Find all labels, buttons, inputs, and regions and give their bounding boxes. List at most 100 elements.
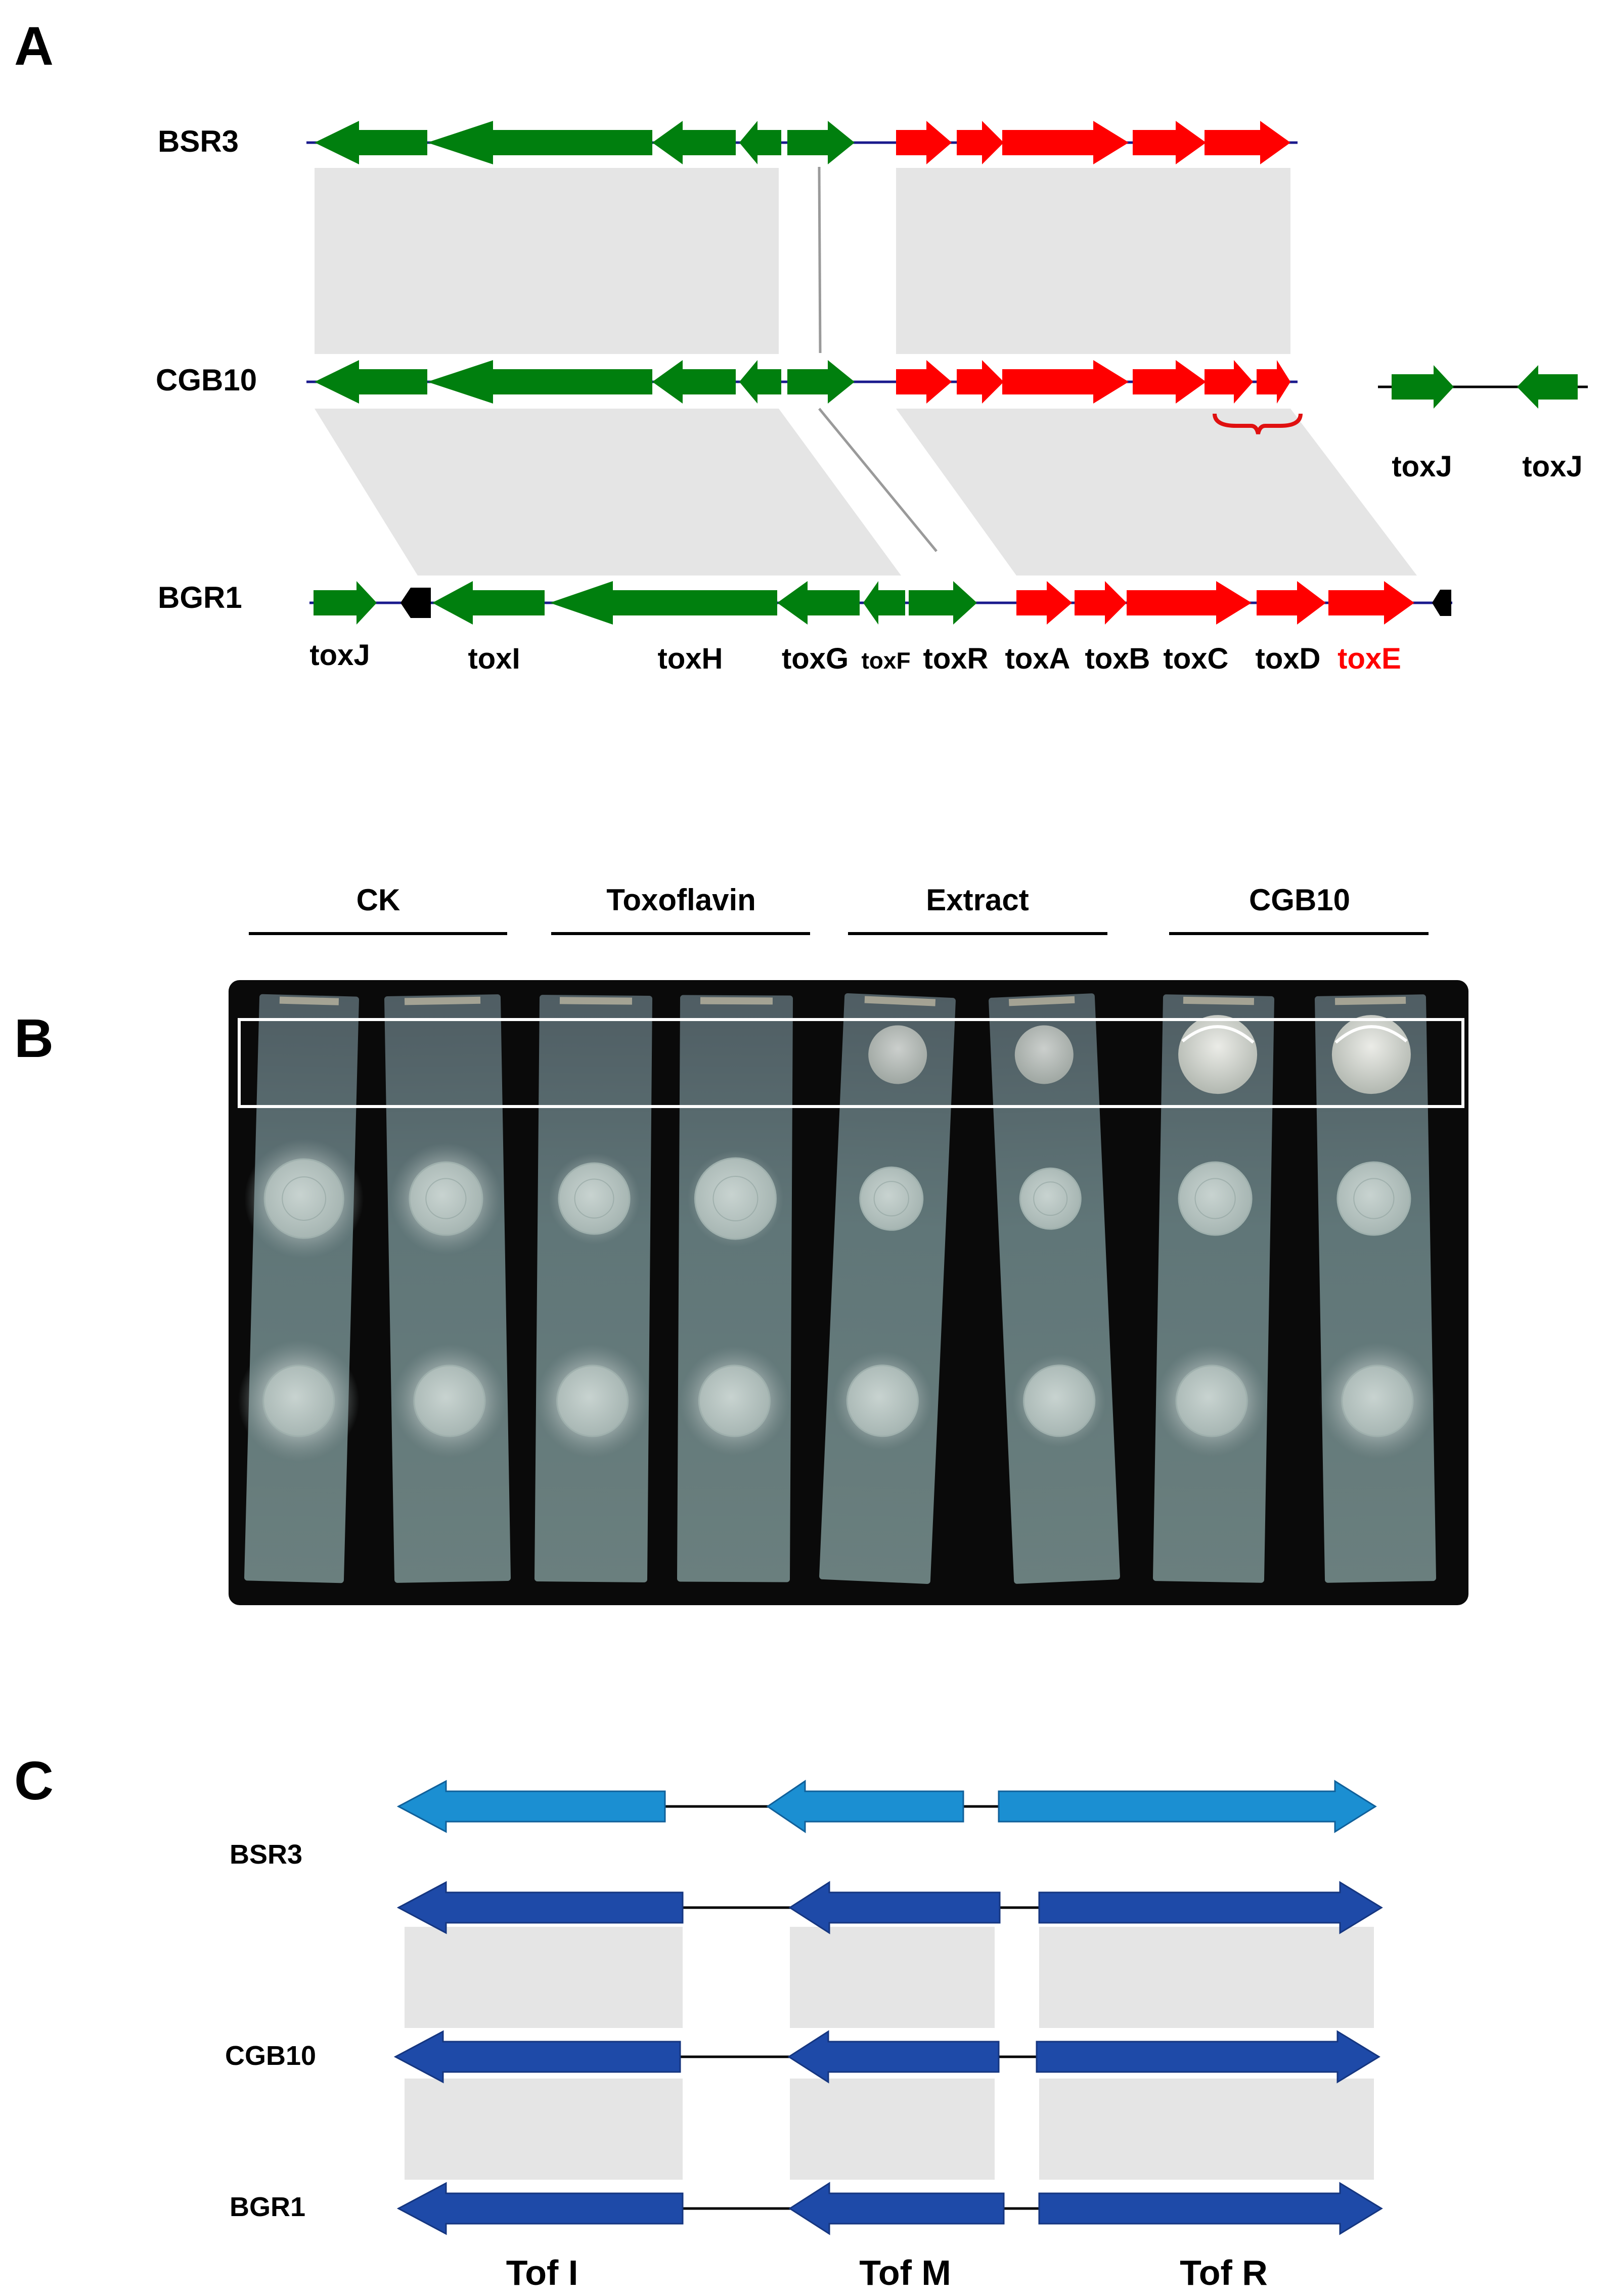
- gene-arrow: [1016, 581, 1072, 625]
- gene-label: toxA: [1005, 642, 1071, 675]
- agar-strip: [989, 993, 1120, 1584]
- gene-arrow: [396, 1780, 666, 1833]
- gene-arrow: [787, 360, 855, 404]
- gene-arrow: [957, 121, 1004, 164]
- homology-band: [405, 2079, 683, 2180]
- homology-band: [315, 409, 901, 576]
- colony: [263, 1158, 344, 1239]
- group-header: Extract: [926, 883, 1029, 917]
- row-label-cgb10: CGB10: [225, 2041, 316, 2071]
- agar-strip: [1152, 994, 1275, 1583]
- colony: [413, 1364, 486, 1437]
- row-label-cgb10: CGB10: [156, 363, 257, 397]
- gene-label: toxJ: [309, 639, 370, 672]
- gene-arrow: [1257, 360, 1290, 404]
- gene-label: toxB: [1085, 642, 1150, 675]
- gene-arrow: [1133, 360, 1206, 404]
- gene-arrow: [788, 1881, 1001, 1934]
- gene-row-bgr1: [309, 581, 1452, 625]
- gene-arrow: [315, 121, 427, 164]
- homology-band: [315, 168, 779, 354]
- panel-c: C BSR3 CGB10 BGR1: [14, 1750, 1383, 2292]
- row-label-bsr3: BSR3: [158, 124, 239, 158]
- gene-row-cgb10: [306, 360, 1303, 434]
- gene-arrow: [396, 2182, 684, 2235]
- panel-a-letter: A: [14, 15, 54, 76]
- gene-arrow: [1002, 121, 1129, 164]
- toxj-pair: toxJ toxJ: [1378, 365, 1588, 483]
- gene-arrow: [1075, 581, 1127, 625]
- panel-b-letter: B: [14, 1007, 54, 1069]
- gene-labels-c: Tof I Tof M Tof R: [506, 2253, 1268, 2292]
- agar-strip: [819, 993, 956, 1584]
- colony: [868, 1025, 927, 1084]
- gene-arrow: [896, 121, 952, 164]
- gene-arrow: [315, 360, 427, 404]
- gene-arrow: [766, 1780, 964, 1833]
- gene-arrow: [863, 581, 905, 625]
- tof-row-bgr1: [396, 2182, 1383, 2235]
- colony: [1331, 1015, 1411, 1094]
- gene-label: toxF: [861, 647, 910, 674]
- gene-arrow: [1205, 360, 1253, 404]
- tof-row-cgb10: [393, 2030, 1380, 2084]
- gene-label: toxH: [658, 642, 723, 675]
- gene-arrow: [1036, 2030, 1380, 2084]
- gene-label: toxC: [1164, 642, 1229, 675]
- row-label-bsr3: BSR3: [230, 1839, 302, 1870]
- gene-arrow: [896, 360, 952, 404]
- gene-arrow: [652, 121, 736, 164]
- colony: [1014, 1025, 1074, 1084]
- gene-label: toxJ: [1522, 450, 1582, 483]
- gene-arrow: [1002, 360, 1129, 404]
- gene-arrow: [1328, 581, 1414, 625]
- gene-arrow: [1038, 1881, 1383, 1934]
- gene-arrow: [1517, 365, 1578, 409]
- gene-arrow: [1392, 365, 1454, 409]
- row-label-bgr1: BGR1: [230, 2192, 305, 2222]
- gene-arrow: [652, 360, 736, 404]
- colony: [1023, 1364, 1096, 1437]
- gene-label: toxD: [1256, 642, 1321, 675]
- agar-strip: [384, 994, 511, 1583]
- gene-label: toxG: [782, 642, 849, 675]
- colony: [694, 1157, 777, 1240]
- colony: [1341, 1364, 1414, 1437]
- gene-label: toxJ: [1392, 450, 1452, 483]
- agar-strip: [534, 995, 653, 1582]
- gene-label: Tof I: [506, 2253, 578, 2292]
- colony: [262, 1364, 335, 1437]
- gene-arrow: [998, 1780, 1377, 1833]
- gene-arrow: [787, 2030, 1000, 2084]
- gene-label: Tof M: [859, 2253, 951, 2292]
- gene-arrow: [957, 360, 1004, 404]
- gene-arrow: [427, 360, 652, 404]
- red-brace: [1213, 413, 1303, 434]
- gene-arrow: [427, 121, 652, 164]
- homology-band: [896, 168, 1290, 354]
- gene-arrow: [396, 1881, 684, 1934]
- row-label-bgr1: BGR1: [158, 581, 242, 614]
- gene-arrow: [1038, 2182, 1383, 2235]
- gene-labels-a: toxJ toxI toxH toxG toxF toxR toxA toxB …: [309, 639, 1401, 675]
- panel-a: A BSR3 CGB10 BGR1: [14, 15, 1588, 675]
- colony: [698, 1364, 771, 1437]
- homology-line: [818, 408, 938, 552]
- gene-label: Tof R: [1180, 2253, 1268, 2292]
- homology-line: [818, 166, 822, 354]
- gene-arrow: [1205, 121, 1290, 164]
- gene-label-highlight: toxE: [1338, 642, 1401, 675]
- homology-band: [896, 409, 1417, 576]
- group-header: CGB10: [1249, 883, 1350, 917]
- agar-strip: [1314, 994, 1437, 1583]
- colony: [1019, 1167, 1082, 1230]
- gene-arrow: [909, 581, 977, 625]
- gene-arrow: [393, 2030, 681, 2084]
- gene-arrow: [1133, 121, 1206, 164]
- highlight-frame: [238, 1018, 1464, 1108]
- homology-bands-c: [405, 1927, 1374, 2180]
- gene-arrow: [1257, 581, 1326, 625]
- gene-label: toxR: [923, 642, 989, 675]
- gene-arrow: [314, 581, 377, 625]
